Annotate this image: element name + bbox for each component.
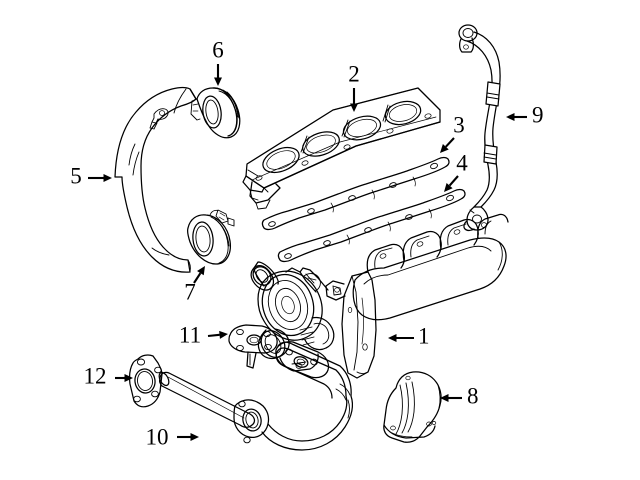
part-upper-hose-clamp[interactable] — [190, 87, 241, 139]
callout-turbocharger-assembly[interactable]: 1 — [388, 323, 430, 348]
callout-number-1: 1 — [418, 323, 430, 348]
part-air-intake-hose[interactable] — [114, 86, 197, 273]
callout-number-4: 4 — [456, 150, 468, 175]
leader-arrowhead — [506, 113, 515, 121]
leader-arrowhead — [440, 144, 449, 153]
callout-heat-shield[interactable]: 8 — [440, 383, 479, 408]
part-oil-supply-line[interactable] — [458, 24, 501, 232]
callout-air-intake-hose[interactable]: 5 — [70, 163, 112, 188]
callout-number-10: 10 — [146, 424, 169, 449]
callout-number-6: 6 — [212, 37, 224, 62]
part-heat-shield[interactable] — [383, 371, 442, 443]
part-oil-return-pipe[interactable] — [157, 341, 353, 451]
callout-support-bracket[interactable]: 11 — [179, 322, 228, 347]
callout-number-9: 9 — [532, 102, 544, 127]
callout-lower-manifold-gasket[interactable]: 4 — [444, 150, 468, 192]
leader-arrowhead — [103, 174, 112, 182]
callout-oil-return-pipe[interactable]: 10 — [146, 424, 200, 449]
leader-arrowhead — [219, 330, 228, 339]
leader-arrowhead — [214, 77, 222, 86]
leader-arrowhead — [388, 334, 397, 342]
part-lower-manifold-gasket[interactable] — [277, 188, 466, 263]
callout-upper-manifold-gasket[interactable]: 3 — [440, 112, 465, 153]
part-upper-manifold-gasket[interactable] — [261, 156, 450, 231]
leader-arrowhead — [197, 266, 205, 276]
leader-arrowhead — [350, 103, 358, 112]
leader-line — [448, 175, 459, 187]
leader-line — [193, 272, 202, 284]
leader-arrowhead — [124, 374, 133, 382]
callout-intake-manifold[interactable]: 2 — [348, 61, 360, 112]
part-lower-hose-clamp[interactable] — [186, 209, 235, 265]
leader-arrowhead — [444, 182, 453, 192]
callout-number-11: 11 — [179, 322, 201, 347]
callout-number-3: 3 — [453, 112, 465, 137]
leader-line — [207, 333, 220, 338]
part-support-bracket[interactable] — [228, 324, 278, 369]
callout-number-8: 8 — [467, 383, 479, 408]
leader-line — [445, 137, 455, 148]
callout-number-7: 7 — [184, 279, 196, 304]
leader-arrowhead — [190, 433, 199, 441]
callout-number-12: 12 — [84, 363, 107, 388]
part-pipe-flange-gasket[interactable] — [129, 354, 163, 408]
part-turbocharger-assembly[interactable] — [249, 213, 509, 379]
part-intake-manifold[interactable] — [242, 87, 441, 210]
callout-number-5: 5 — [70, 163, 82, 188]
callout-oil-supply-line[interactable]: 9 — [506, 102, 544, 127]
callout-lower-hose-clamp[interactable]: 7 — [184, 266, 205, 304]
callout-upper-hose-clamp[interactable]: 6 — [212, 37, 224, 86]
callout-pipe-flange-gasket[interactable]: 12 — [84, 363, 134, 388]
leader-arrowhead — [440, 394, 449, 402]
callout-number-2: 2 — [348, 61, 360, 86]
